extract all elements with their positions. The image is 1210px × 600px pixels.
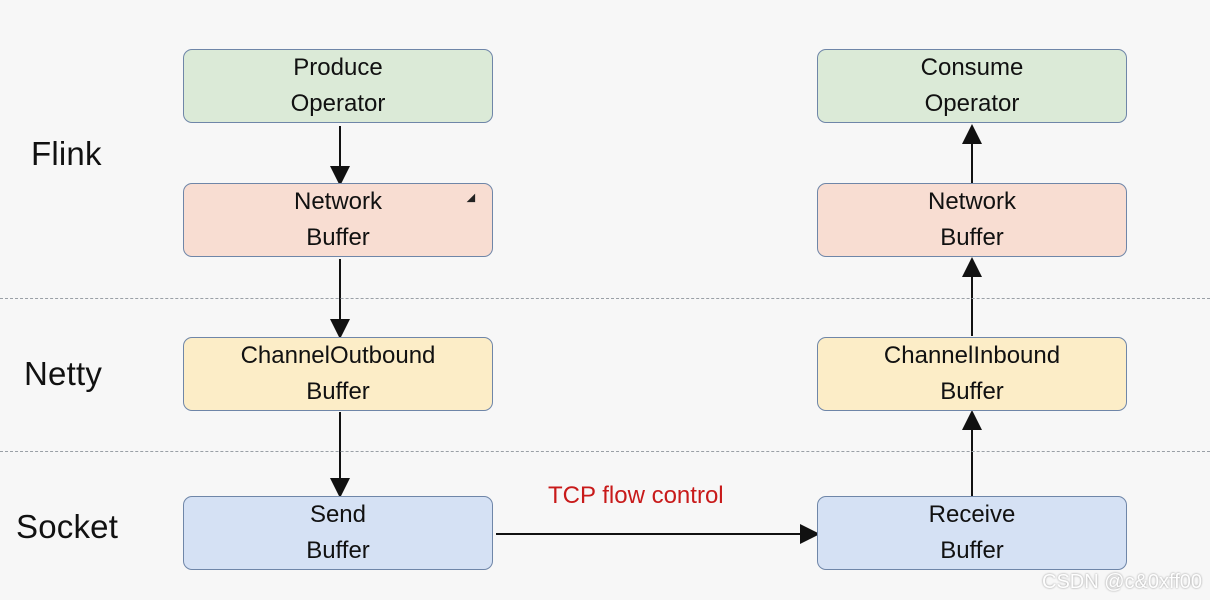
send-buffer-box: Send Buffer xyxy=(183,496,493,570)
layer-label-socket: Socket xyxy=(16,508,119,545)
consume-operator-line-1: Consume xyxy=(920,54,1024,81)
layer-label-netty: Netty xyxy=(24,355,103,392)
produce-operator-line-1: Produce xyxy=(293,54,383,81)
channel-outbound-buffer-box: ChannelOutbound Buffer xyxy=(183,337,493,411)
produce-operator-line-2: Operator xyxy=(290,90,386,117)
receive-buffer-line-1: Receive xyxy=(928,501,1016,528)
netty-socket-divider xyxy=(0,451,1210,452)
left-network-buffer-line-1: Network xyxy=(293,188,383,215)
channel-outbound-line-2: Buffer xyxy=(306,378,370,405)
produce-operator-box: Produce Operator xyxy=(183,49,493,123)
watermark: CSDN @c&0xff00 xyxy=(1042,571,1202,593)
left-network-buffer-line-2: Buffer xyxy=(306,224,370,251)
left-network-buffer-box: Network Buffer xyxy=(183,183,493,257)
right-network-buffer-line-1: Network xyxy=(927,188,1017,215)
receive-buffer-box: Receive Buffer xyxy=(817,496,1127,570)
channel-outbound-line-1: ChannelOutbound xyxy=(240,342,436,369)
channel-inbound-line-2: Buffer xyxy=(940,378,1004,405)
channel-inbound-buffer-box: ChannelInbound Buffer xyxy=(817,337,1127,411)
send-buffer-line-2: Buffer xyxy=(306,537,370,564)
send-buffer-line-1: Send xyxy=(309,501,367,528)
right-network-buffer-line-2: Buffer xyxy=(940,224,1004,251)
flink-netty-divider xyxy=(0,298,1210,299)
consume-operator-box: Consume Operator xyxy=(817,49,1127,123)
right-network-buffer-box: Network Buffer xyxy=(817,183,1127,257)
consume-operator-line-2: Operator xyxy=(924,90,1020,117)
layer-label-flink: Flink xyxy=(31,135,102,172)
channel-inbound-line-1: ChannelInbound xyxy=(883,342,1061,369)
receive-buffer-line-2: Buffer xyxy=(940,537,1004,564)
tcp-flow-control-label: TCP flow control xyxy=(548,482,724,509)
